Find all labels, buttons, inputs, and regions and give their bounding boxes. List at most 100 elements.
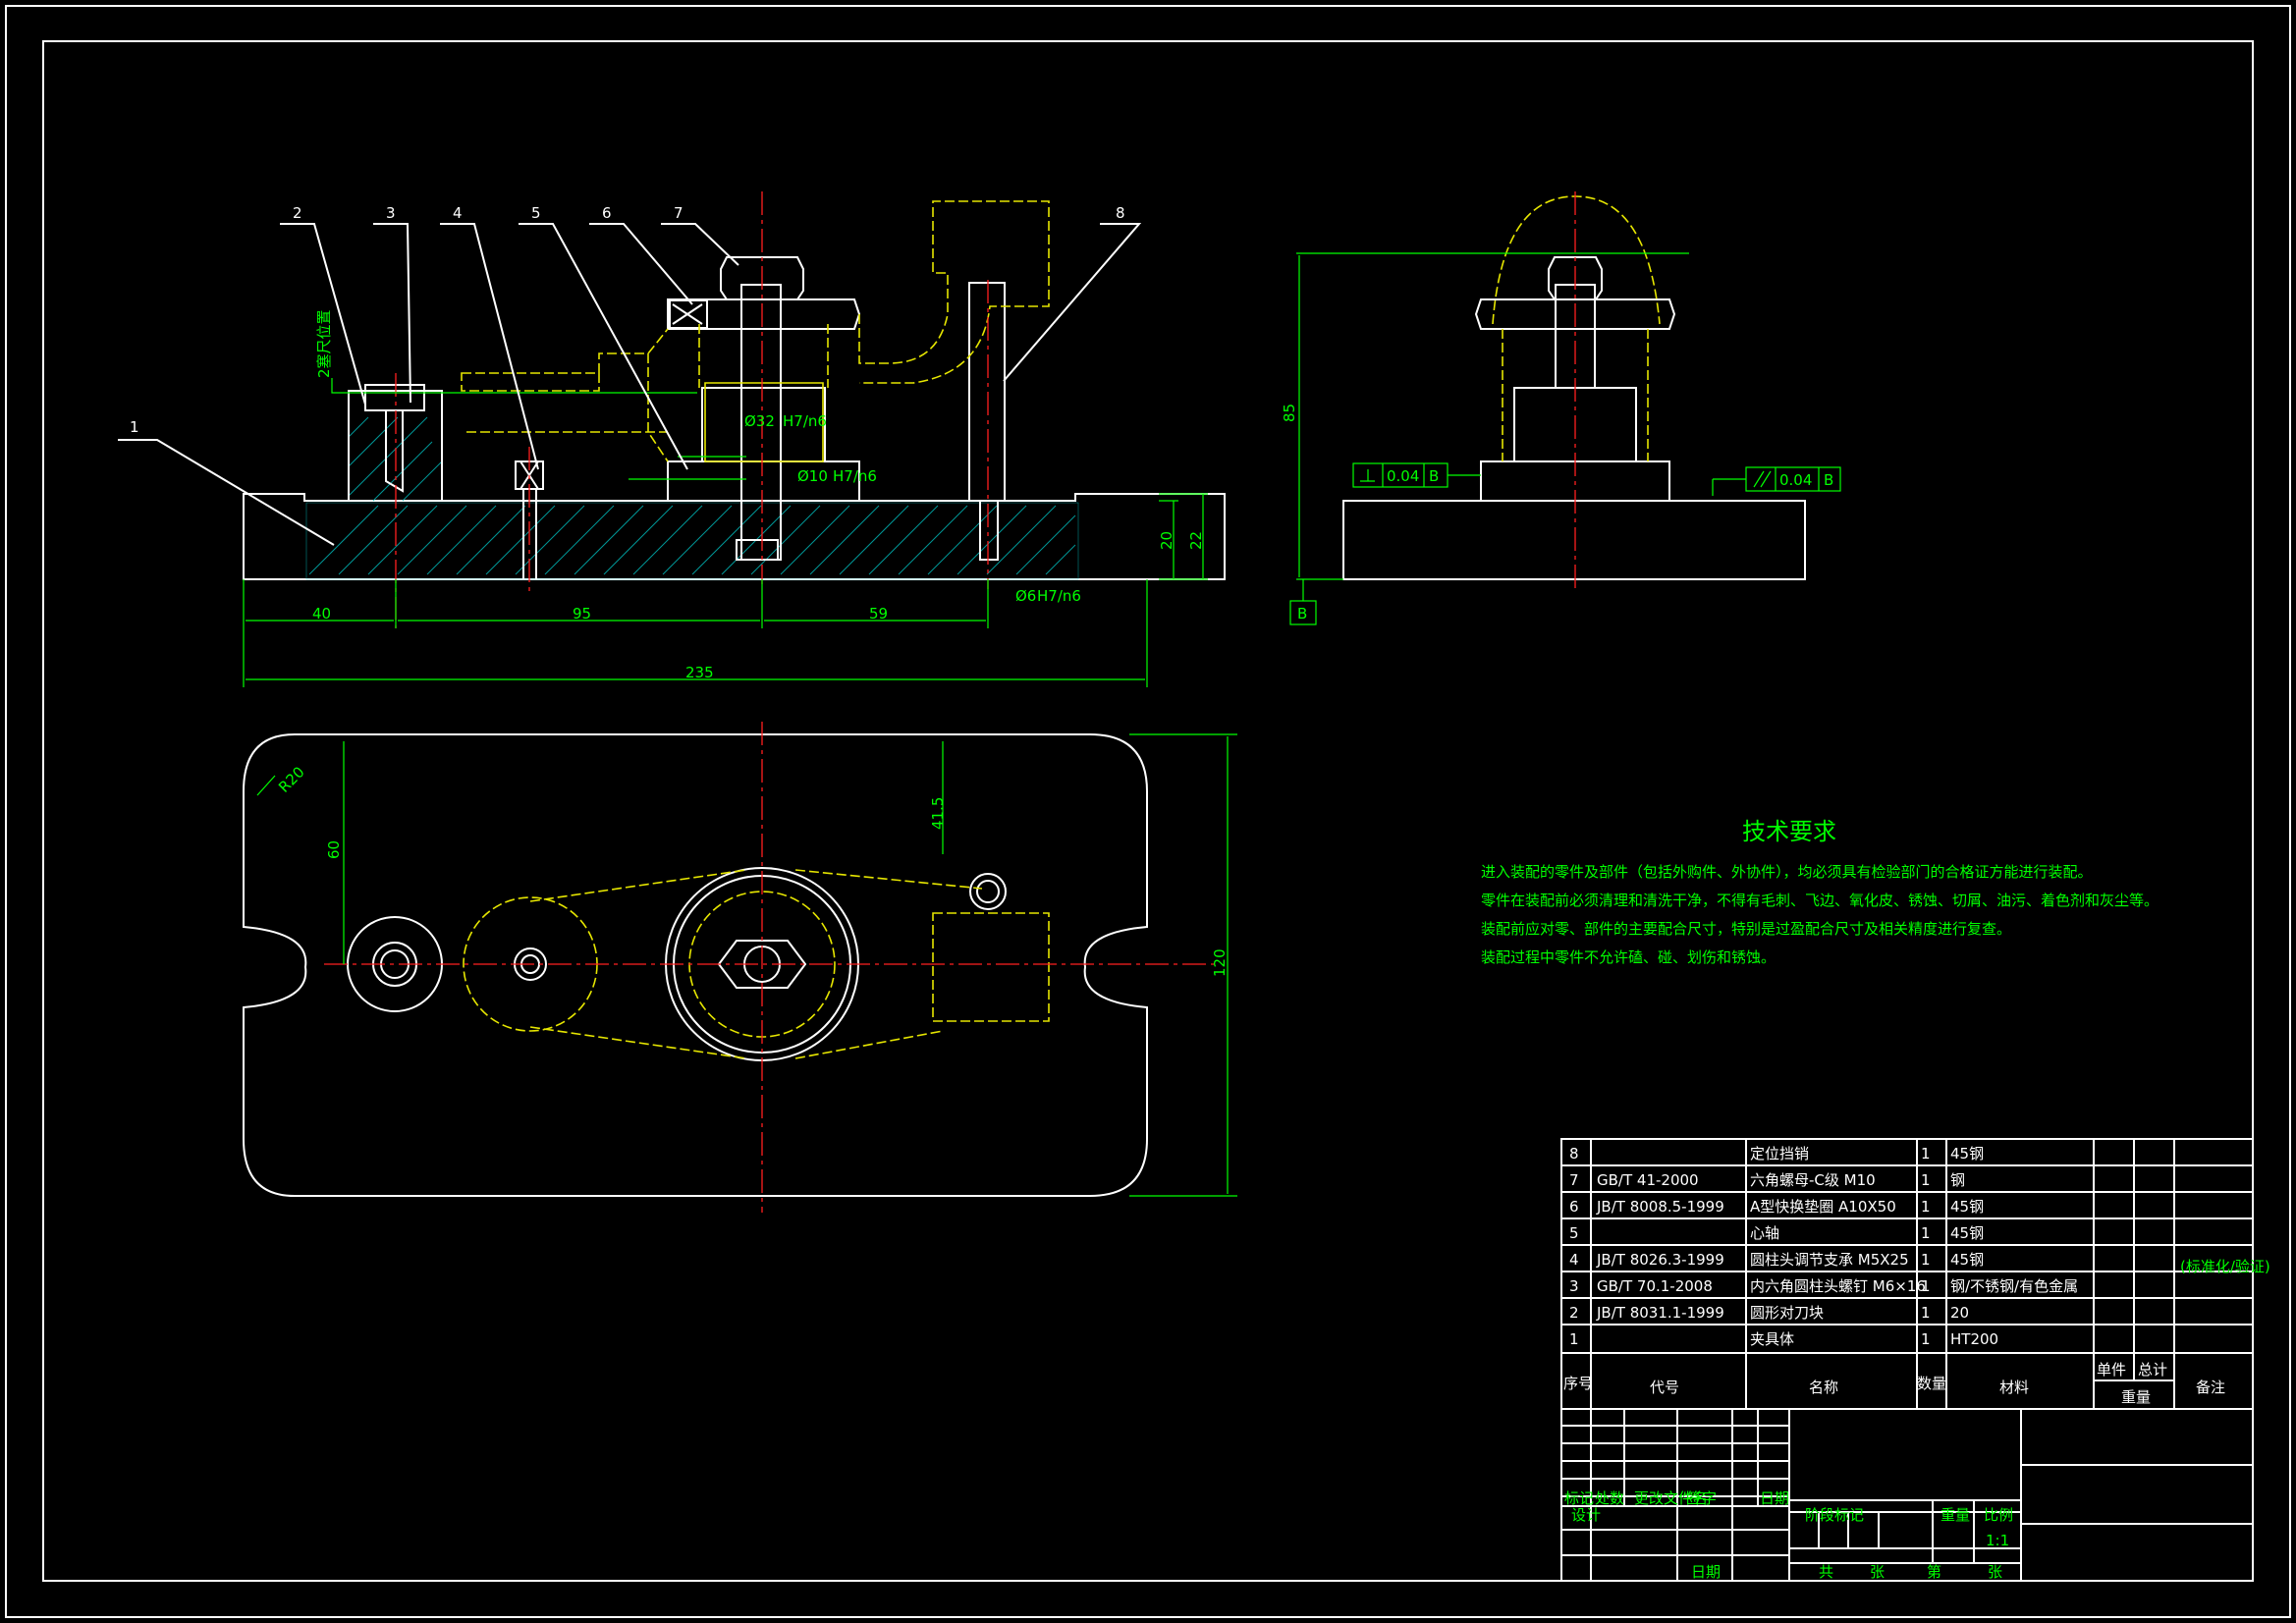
tb-design: 设计 xyxy=(1571,1506,1601,1524)
washer-cross xyxy=(672,303,703,325)
bom-cell-qty: 1 xyxy=(1921,1171,1931,1189)
dim-235: 235 xyxy=(685,664,714,681)
bom-cell-no: 3 xyxy=(1569,1277,1579,1295)
tb-scale-val: 1:1 xyxy=(1986,1532,2009,1549)
title-grid-lines xyxy=(1561,1409,1975,1581)
balloon-6-leader xyxy=(589,223,693,305)
dim-d6: Ø6 xyxy=(1015,587,1036,605)
bom-cell-code: GB/T 41-2000 xyxy=(1597,1171,1699,1189)
dim-40: 40 xyxy=(312,605,331,622)
bom-header-qty: 数量 xyxy=(1917,1375,1946,1392)
bom-cell-mat: 45钢 xyxy=(1950,1224,1984,1242)
fit-leader-lines xyxy=(629,456,746,480)
tb-total: 共 xyxy=(1819,1563,1833,1581)
dim-d6-fit: H7/n6 xyxy=(1037,587,1081,605)
dim-d32-fit: H7/n6 xyxy=(783,412,827,430)
center-lines xyxy=(395,191,989,628)
dim-85-lines xyxy=(1296,252,1689,580)
para-frame-lines xyxy=(1712,467,1820,496)
tb-count: 处数 xyxy=(1595,1489,1624,1507)
tb-doc: 更改文件名 xyxy=(1634,1489,1708,1507)
dim-d10-fit: H7/n6 xyxy=(833,467,877,485)
dimension-lines xyxy=(246,620,1145,680)
dim-20: 20 xyxy=(1158,531,1175,550)
tb-stage: 阶段标记 xyxy=(1805,1506,1864,1524)
tb-date2: 日期 xyxy=(1691,1563,1721,1581)
tech-line-3: 装配前应对零、部件的主要配合尺寸，特别是过盈配合尺寸及相关精度进行复查。 xyxy=(1481,920,2011,938)
side-washer xyxy=(1474,298,1676,330)
bom-header-remark: 备注 xyxy=(2196,1379,2225,1396)
datum-b: B xyxy=(1297,605,1307,622)
tech-line-4: 装配过程中零件不允许磕、碰、划伤和锈蚀。 xyxy=(1481,948,1776,966)
workpiece-bore xyxy=(704,382,824,462)
tb-mark: 标记 xyxy=(1564,1489,1594,1507)
dim-d32: Ø32 xyxy=(744,412,775,430)
bom-cell-no: 4 xyxy=(1569,1251,1579,1269)
top-plate-outline xyxy=(243,733,1148,1197)
dim-59: 59 xyxy=(869,605,888,622)
top-pin-inner xyxy=(976,880,1000,903)
bom-cell-name: 定位挡销 xyxy=(1750,1145,1809,1163)
feeler-leader xyxy=(331,378,697,394)
locating-pin xyxy=(968,282,1006,502)
mandrel-base xyxy=(667,460,860,502)
bom-header-unit: 单件 xyxy=(2097,1361,2126,1379)
screw-shank xyxy=(385,410,404,493)
top-dim-lines xyxy=(343,733,1237,1197)
side-nut xyxy=(1548,256,1603,300)
balloon-5-leader xyxy=(519,223,688,470)
top-centerlines xyxy=(324,722,1218,1213)
bom-side-note: (标准化/验证) xyxy=(2180,1258,2270,1275)
bom-cell-mat: 45钢 xyxy=(1950,1145,1984,1163)
tech-line-1: 进入装配的零件及部件（包括外购件、外协件），均必须具有检验部门的合格证方能进行装… xyxy=(1481,863,2093,881)
balloon-8-leader xyxy=(1003,223,1142,382)
dim-r20: R20 xyxy=(275,763,308,796)
bom-cell-mat: 45钢 xyxy=(1950,1251,1984,1269)
bom-cell-mat: 20 xyxy=(1950,1304,1969,1322)
screw-head xyxy=(364,384,425,411)
tb-sheet: 张 xyxy=(1870,1563,1885,1581)
front-view: 1 2 3 4 5 6 7 8 40 95 59 235 20 22 Ø32 H… xyxy=(118,191,1226,687)
bom-cell-name: 圆形对刀块 xyxy=(1750,1304,1824,1322)
balloon-2-leader xyxy=(280,223,366,406)
tb-scale: 比例 xyxy=(1984,1506,2013,1524)
balloon-4-leader xyxy=(440,223,539,470)
bom-cell-mat: 钢 xyxy=(1950,1171,1965,1189)
bom-cell-name: 六角螺母-C级 M10 xyxy=(1750,1171,1876,1189)
support-shank xyxy=(522,489,537,579)
para-datum: B xyxy=(1824,471,1833,489)
dim-120: 120 xyxy=(1211,948,1229,977)
perp-tol: 0.04 xyxy=(1387,467,1419,485)
bom-cell-code: GB/T 70.1-2008 xyxy=(1597,1277,1713,1295)
bom-cell-code: JB/T 8008.5-1999 xyxy=(1596,1198,1724,1216)
bom-cell-qty: 1 xyxy=(1921,1145,1931,1163)
top-view: R20 60 41.5 120 xyxy=(243,722,1237,1213)
tb-page: 第 xyxy=(1927,1563,1941,1581)
dim-95: 95 xyxy=(573,605,591,622)
bom-cell-no: 5 xyxy=(1569,1224,1579,1242)
height-dims xyxy=(1159,493,1208,580)
bom-cell-name: 内六角圆柱头螺钉 M6×16 xyxy=(1750,1277,1926,1295)
balloon-5: 5 xyxy=(531,204,541,222)
bom-cell-no: 6 xyxy=(1569,1198,1579,1216)
bom-header-weight: 重量 xyxy=(2121,1388,2151,1406)
bom-header-total: 总计 xyxy=(2138,1361,2167,1379)
extension-lines xyxy=(243,579,1148,687)
title-frame xyxy=(1560,1408,2254,1582)
side-base xyxy=(1342,500,1806,580)
bom-header-code: 代号 xyxy=(1650,1379,1679,1396)
tech-line-2: 零件在装配前必须清理和清洗干净，不得有毛刺、飞边、氧化皮、锈蚀、切屑、油污、着色… xyxy=(1481,892,2159,909)
bom-header-name: 名称 xyxy=(1809,1379,1838,1396)
dim-60: 60 xyxy=(325,840,343,859)
tb-date: 日期 xyxy=(1760,1489,1789,1507)
bom-cell-qty: 1 xyxy=(1921,1251,1931,1269)
bom-col-lines xyxy=(1590,1139,2175,1409)
bom-cell-mat: 45钢 xyxy=(1950,1198,1984,1216)
balloon-1: 1 xyxy=(130,418,139,436)
balloon-1-leader xyxy=(118,439,335,546)
bom-cell-qty: 1 xyxy=(1921,1304,1931,1322)
tb-weight: 重量 xyxy=(1941,1506,1970,1524)
